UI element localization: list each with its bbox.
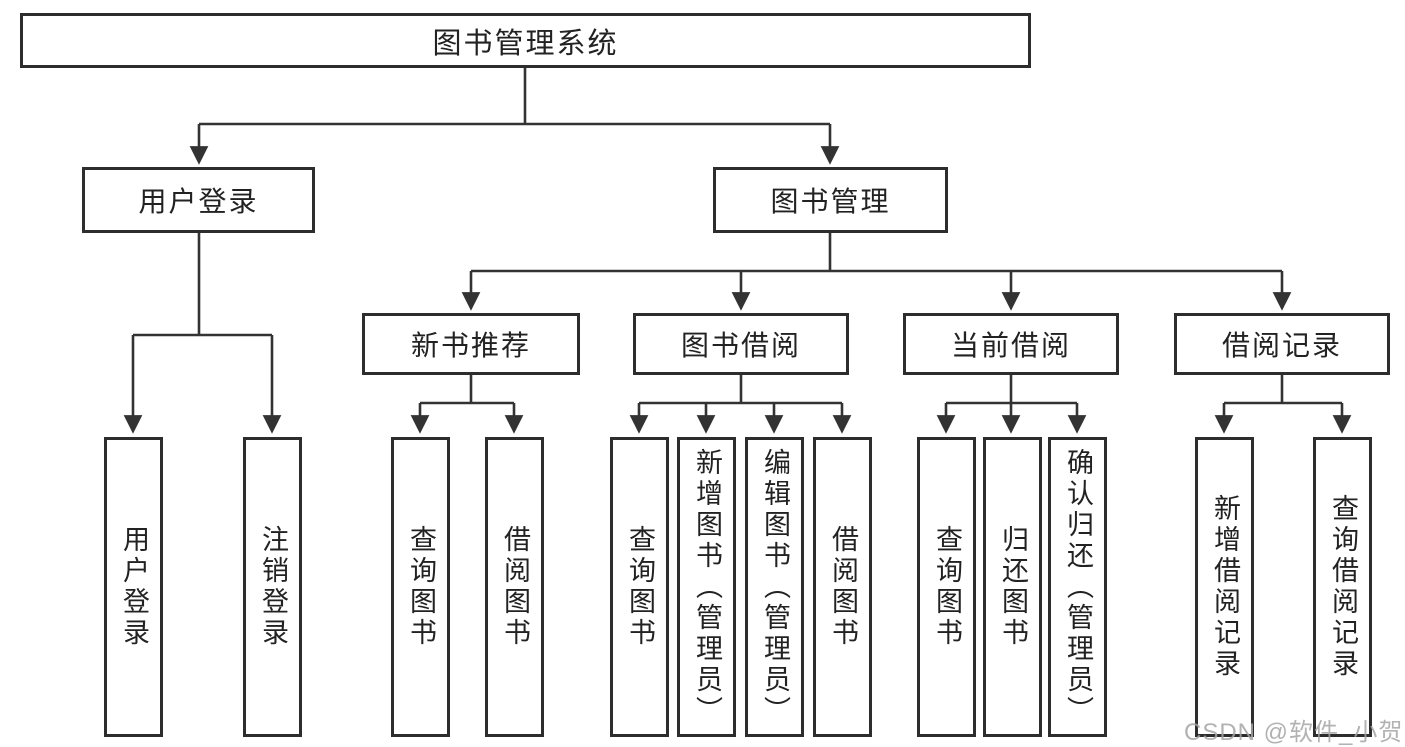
node-label: 当前借阅 <box>950 330 1071 361</box>
leaf-label: 编辑图书（管理员） <box>760 447 790 727</box>
node-new-book-recommend: 新书推荐 <box>362 313 580 375</box>
node-borrow-record: 借阅记录 <box>1174 313 1390 375</box>
node-book-borrow: 图书借阅 <box>633 313 849 375</box>
leaf-label: 查询图书 <box>625 525 655 649</box>
leaf-query-book-2: 查询图书 <box>610 437 669 737</box>
leaf-add-borrow-record: 新增借阅记录 <box>1195 437 1254 737</box>
node-label: 图书管理 <box>770 186 891 217</box>
leaf-query-book-3: 查询图书 <box>917 437 976 737</box>
leaf-borrow-book-1: 借阅图书 <box>485 437 544 737</box>
node-book-management: 图书管理 <box>713 167 948 233</box>
node-system-root: 图书管理系统 <box>20 13 1031 68</box>
node-label: 借阅记录 <box>1221 330 1342 361</box>
leaf-label: 确认归还（管理员） <box>1063 447 1093 727</box>
leaf-label: 查询图书 <box>932 525 962 649</box>
node-current-borrow: 当前借阅 <box>903 313 1119 375</box>
leaf-query-book-1: 查询图书 <box>391 437 450 737</box>
leaf-label: 新增借阅记录 <box>1210 494 1240 680</box>
leaf-label: 查询借阅记录 <box>1328 494 1358 680</box>
leaf-label: 借阅图书 <box>828 525 858 649</box>
node-label: 新书推荐 <box>410 330 531 361</box>
leaf-label: 新增图书（管理员） <box>692 447 722 727</box>
leaf-borrow-book-2: 借阅图书 <box>813 437 872 737</box>
node-user-login: 用户登录 <box>82 167 315 233</box>
leaf-edit-book-admin: 编辑图书（管理员） <box>745 437 804 737</box>
leaf-add-book-admin: 新增图书（管理员） <box>677 437 736 737</box>
node-label: 图书借阅 <box>680 330 801 361</box>
leaf-label: 归还图书 <box>998 525 1028 649</box>
leaf-logout: 注销登录 <box>243 437 302 737</box>
leaf-label: 注销登录 <box>258 525 288 649</box>
leaf-label: 用户登录 <box>119 525 149 649</box>
leaf-label: 借阅图书 <box>500 525 530 649</box>
leaf-label: 查询图书 <box>406 525 436 649</box>
node-label: 图书管理系统 <box>432 27 619 60</box>
leaf-confirm-return-admin: 确认归还（管理员） <box>1048 437 1107 737</box>
csdn-watermark: CSDN @软件_小贺同学 <box>1184 719 1405 746</box>
leaf-return-book: 归还图书 <box>983 437 1042 737</box>
leaf-query-borrow-record: 查询借阅记录 <box>1313 437 1372 737</box>
leaf-user-login: 用户登录 <box>104 437 163 737</box>
node-label: 用户登录 <box>138 186 259 217</box>
